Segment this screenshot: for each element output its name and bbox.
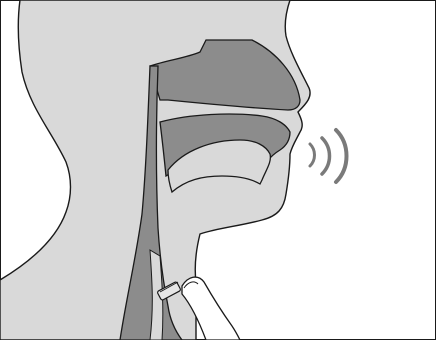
- speech-anatomy-diagram: [0, 0, 436, 340]
- diagram-frame: [0, 0, 436, 340]
